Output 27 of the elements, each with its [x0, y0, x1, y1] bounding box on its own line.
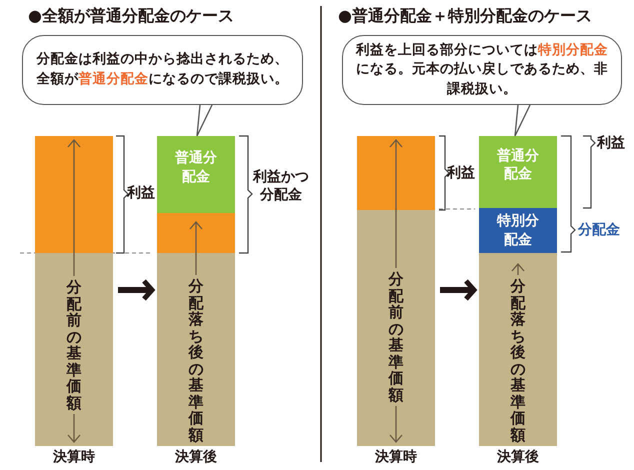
bracket-label: 分配金: [578, 221, 620, 239]
bracket-label: 利益: [127, 184, 155, 202]
segment-block: [157, 136, 235, 213]
bracket-label: 利益: [447, 164, 475, 182]
speech-bubble: 利益を上回る部分については特別分配金になる。元本の払い戻しであるため、非課税扱い。: [342, 35, 622, 105]
section-heading: ●普通分配金＋特別分配金のケース: [338, 6, 592, 27]
segment-label: 特別分配金: [496, 212, 540, 249]
segment-label: 普通分配金: [174, 149, 218, 186]
bar-label: 分配前の基準価額: [66, 276, 82, 414]
bar-label: 分配前の基準価額: [388, 268, 404, 406]
callout-tail: [514, 104, 531, 137]
segment-label: 普通分配金: [496, 146, 540, 184]
callout-tail: [196, 104, 213, 137]
section-heading: ●全額が普通分配金のケース: [28, 6, 234, 27]
arrow: [440, 278, 476, 302]
segment-block: [479, 208, 557, 253]
column-label: 決算後: [496, 448, 540, 466]
bracket-label: 利益かつ分配金: [252, 168, 310, 204]
column-label: 決算後: [174, 448, 218, 466]
arrow: [118, 278, 154, 302]
speech-bubble: 分配金は利益の中から捻出されるため、全額が普通分配金になるので課税扱い。: [22, 35, 303, 105]
column-label: 決算時: [374, 448, 418, 466]
column-label: 決算時: [52, 448, 96, 466]
bar-label: 分配落ち後の基準価額: [510, 275, 526, 446]
bracket-label: 利益: [597, 134, 625, 152]
bar-label: 分配落ち後の基準価額: [188, 275, 204, 446]
segment-block: [479, 136, 557, 208]
